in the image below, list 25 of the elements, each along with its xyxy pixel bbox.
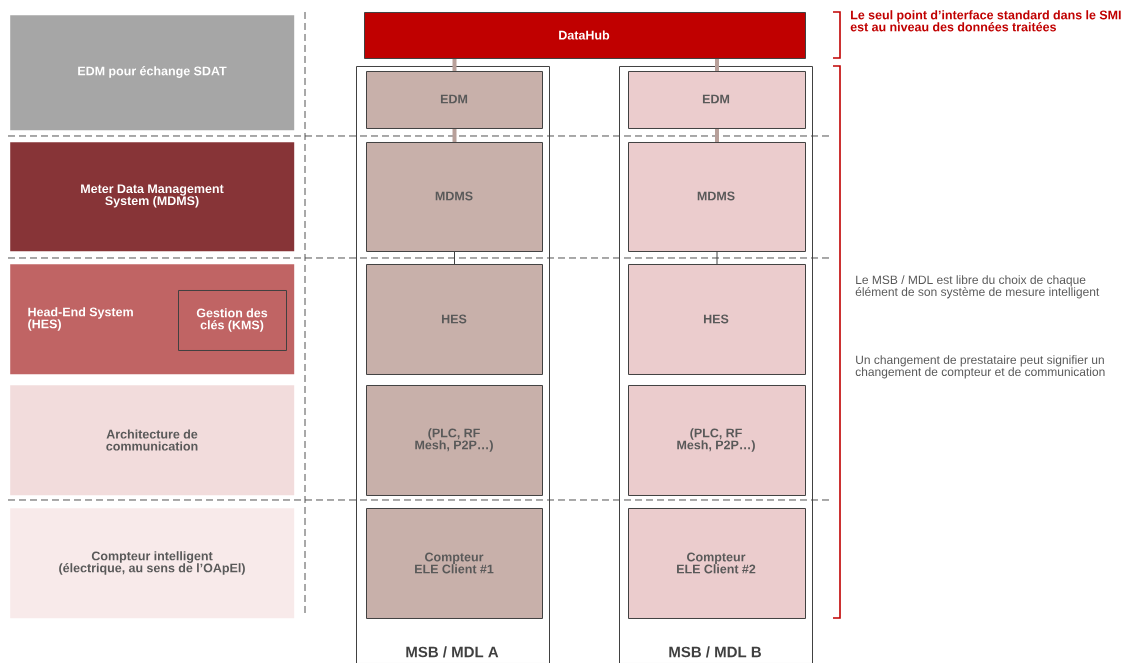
component-box: HES: [366, 264, 543, 375]
component-box: EDM: [628, 71, 806, 129]
component-box: EDM: [366, 71, 543, 129]
layer-box: EDM pour échange SDAT: [10, 15, 295, 131]
connector: [715, 129, 719, 142]
component-box: Compteur ELE Client #2: [628, 508, 806, 619]
component-box: HES: [628, 264, 806, 375]
component-box: MDMS: [628, 142, 806, 252]
connector: [452, 129, 457, 142]
component-box: MDMS: [366, 142, 543, 252]
component-box: Gestion des clés (KMS): [178, 290, 287, 351]
note-text: Le MSB / MDL est libre du choix de chaque élément de son système de mesure intelligent: [855, 275, 1100, 299]
connector: [715, 59, 719, 71]
component-box: Compteur ELE Client #1: [366, 508, 543, 619]
component-box: (PLC, RF Mesh, P2P…): [366, 385, 543, 496]
note-text: Le seul point d’interface standard dans le SMI est au niveau des données traitées: [850, 10, 1121, 32]
layer-box: Architecture de communication: [10, 385, 295, 496]
connector: [452, 59, 457, 71]
layer-box: Compteur intelligent (électrique, au sens de l’OApEl): [10, 508, 295, 619]
connector: [454, 251, 455, 265]
layer-box: Meter Data Management System (MDMS): [10, 142, 295, 252]
hub-box: DataHub: [364, 12, 806, 59]
connector: [716, 251, 718, 265]
note-text: Un changement de prestataire peut signifier un changement de compteur et de communication: [855, 355, 1105, 379]
component-box: (PLC, RF Mesh, P2P…): [628, 385, 806, 496]
